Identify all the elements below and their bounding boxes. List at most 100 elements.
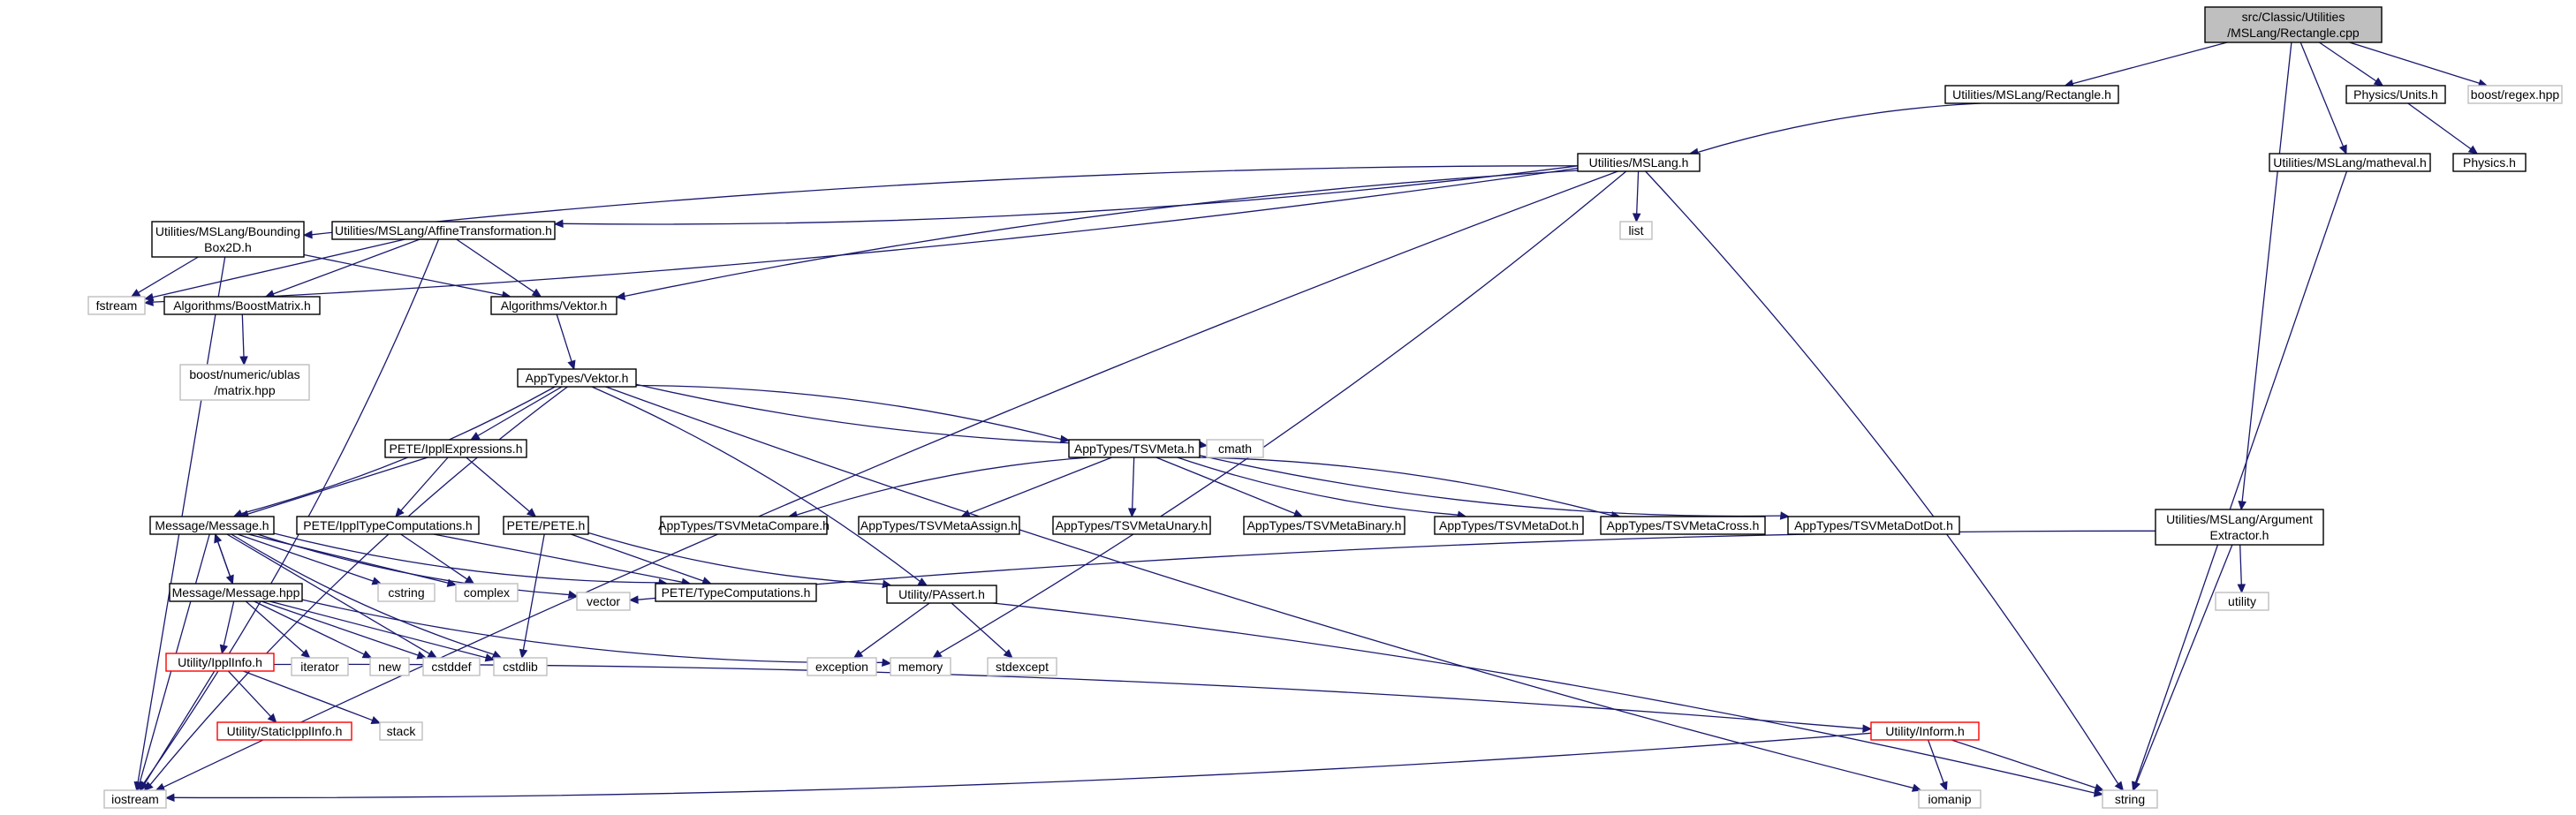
node-physics[interactable]: Physics.h	[2452, 153, 2527, 172]
edge-inform-to-iostream	[164, 732, 1872, 803]
edge-appvektor-to-tsvmeta	[635, 384, 1071, 444]
edge-mslang_h-to-list	[1632, 170, 1641, 223]
edge-matheval-to-string	[2132, 170, 2348, 792]
node-passert[interactable]: Utility/PAssert.h	[886, 585, 997, 604]
edge-inform-to-iomanip	[1927, 739, 1948, 792]
node-ipplinfo[interactable]: Utility/IpplInfo.h	[165, 653, 275, 672]
edges-layer	[130, 42, 2489, 803]
edge-msg_hpp-to-cstdlib	[269, 600, 496, 662]
edge-tsvmeta-to-tsvunary	[1127, 457, 1137, 518]
node-ippltc[interactable]: PETE/IpplTypeComputations.h	[296, 516, 480, 535]
node-boostmatrix[interactable]: Algorithms/BoostMatrix.h	[163, 296, 321, 315]
edge-bbox-to-algvektor	[303, 253, 512, 299]
edge-tsvmeta-to-tsvcompare	[787, 457, 1090, 519]
node-matheval[interactable]: Utilities/MSLang/matheval.h	[2269, 153, 2431, 172]
node-label: PETE/IpplExpressions.h	[390, 441, 523, 456]
edge-argextr-to-utility	[2237, 544, 2246, 594]
edge-root-to-rect_h	[2064, 42, 2228, 88]
node-algvektor[interactable]: Algorithms/Vektor.h	[490, 296, 617, 315]
node-boost_regex: boost/regex.hpp	[2467, 85, 2563, 104]
node-cmath: cmath	[1206, 439, 1264, 458]
edge-passert-to-string	[992, 602, 2104, 797]
edge-mslang_h-to-affine	[553, 165, 1579, 229]
edge-ipplexpr-to-pete	[466, 457, 537, 517]
edge-appvektor-to-passert	[591, 386, 928, 586]
edge-ipplinfo-to-staticippl	[227, 670, 277, 723]
node-label: Algorithms/Vektor.h	[501, 298, 608, 313]
node-label: iterator	[300, 660, 339, 674]
node-tsvassign[interactable]: AppTypes/TSVMetaAssign.h	[858, 516, 1020, 535]
node-new: new	[369, 657, 410, 676]
node-root[interactable]: src/Classic/Utilities/MSLang/Rectangle.c…	[2204, 6, 2383, 43]
node-cstddef: cstddef	[422, 657, 481, 676]
edge-appvektor-to-cmath	[635, 383, 1208, 449]
node-ipplexpr[interactable]: PETE/IpplExpressions.h	[384, 439, 527, 458]
node-label: PETE/TypeComputations.h	[662, 585, 811, 600]
node-cstdlib: cstdlib	[493, 657, 548, 676]
node-label: PETE/PETE.h	[507, 518, 586, 532]
edge-ippltc-to-typecomp	[433, 533, 692, 586]
node-label: stdexcept	[996, 660, 1049, 674]
nodes-layer: src/Classic/Utilities/MSLang/Rectangle.c…	[87, 6, 2563, 809]
node-label: Box2D.h	[204, 240, 252, 254]
node-fstream: fstream	[87, 296, 146, 315]
node-tsvmeta[interactable]: AppTypes/TSVMeta.h	[1068, 439, 1201, 458]
edge-pete-to-passert	[587, 532, 892, 589]
node-label: list	[1628, 223, 1643, 238]
edge-ipplexpr-to-msg_h	[239, 457, 428, 518]
node-label: fstream	[96, 298, 138, 313]
node-msg_h[interactable]: Message/Message.h	[149, 516, 275, 535]
node-rect_h[interactable]: Utilities/MSLang/Rectangle.h	[1944, 85, 2119, 104]
node-label: Utilities/MSLang.h	[1589, 155, 1689, 170]
node-label: AppTypes/TSVMetaCross.h	[1607, 518, 1760, 532]
edge-affine-to-fstream	[143, 238, 405, 302]
node-label: boost/regex.hpp	[2471, 87, 2560, 102]
node-inform[interactable]: Utility/Inform.h	[1870, 721, 1980, 741]
edge-msg_hpp-to-msg_h	[214, 532, 234, 585]
edge-msg_h-to-vector	[257, 533, 579, 600]
edge-tsvmeta-to-tsvdotdot	[1199, 455, 1791, 520]
edge-root-to-argextr	[2238, 42, 2292, 511]
edge-argextr-to-vector	[628, 530, 2156, 604]
node-label: cstdlib	[503, 660, 538, 674]
node-typecomp[interactable]: PETE/TypeComputations.h	[655, 583, 817, 602]
edge-affine-to-algvektor	[456, 238, 542, 298]
node-msg_hpp[interactable]: Message/Message.hpp	[169, 583, 303, 602]
node-tsvcompare[interactable]: AppTypes/TSVMetaCompare.h	[658, 516, 830, 535]
node-tsvcross[interactable]: AppTypes/TSVMetaCross.h	[1600, 516, 1766, 535]
node-list: list	[1619, 221, 1653, 240]
node-appvektor[interactable]: AppTypes/Vektor.h	[517, 368, 637, 388]
edge-argextr-to-string	[2133, 544, 2233, 792]
node-label: Utilities/MSLang/matheval.h	[2273, 155, 2427, 170]
edge-phys_units-to-physics	[2407, 102, 2479, 155]
edge-passert-to-stdexcept	[951, 602, 1013, 659]
node-label: src/Classic/Utilities	[2242, 10, 2345, 24]
node-label: utility	[2228, 594, 2256, 608]
node-affine[interactable]: Utilities/MSLang/AffineTransformation.h	[331, 221, 556, 240]
node-memory: memory	[890, 657, 951, 676]
node-mslang_h[interactable]: Utilities/MSLang.h	[1577, 153, 1701, 172]
node-label: Utility/StaticIpplInfo.h	[227, 724, 343, 738]
edge-root-to-boost_regex	[2349, 42, 2489, 87]
node-label: Algorithms/BoostMatrix.h	[173, 298, 311, 313]
node-staticippl[interactable]: Utility/StaticIpplInfo.h	[216, 721, 352, 741]
node-tsvbinary[interactable]: AppTypes/TSVMetaBinary.h	[1243, 516, 1405, 535]
node-label: /matrix.hpp	[214, 383, 275, 397]
node-label: PETE/IpplTypeComputations.h	[303, 518, 472, 532]
node-tsvdot[interactable]: AppTypes/TSVMetaDot.h	[1434, 516, 1584, 535]
node-label: boost/numeric/ublas	[189, 367, 299, 381]
node-phys_units[interactable]: Physics/Units.h	[2345, 85, 2446, 104]
edge-msg_hpp-to-cstddef	[261, 600, 428, 660]
node-label: stack	[387, 724, 417, 738]
edge-rect_h-to-mslang_h	[1688, 102, 1981, 157]
node-label: AppTypes/TSVMetaDot.h	[1439, 518, 1579, 532]
node-iostream: iostream	[103, 789, 167, 809]
edge-mslang_h-to-algvektor	[615, 170, 1579, 301]
node-tsvunary[interactable]: AppTypes/TSVMetaUnary.h	[1052, 516, 1211, 535]
node-pete[interactable]: PETE/PETE.h	[503, 516, 589, 535]
node-tsvdotdot[interactable]: AppTypes/TSVMetaDotDot.h	[1787, 516, 1960, 535]
node-vector: vector	[576, 592, 631, 611]
node-label: Physics.h	[2463, 155, 2516, 170]
